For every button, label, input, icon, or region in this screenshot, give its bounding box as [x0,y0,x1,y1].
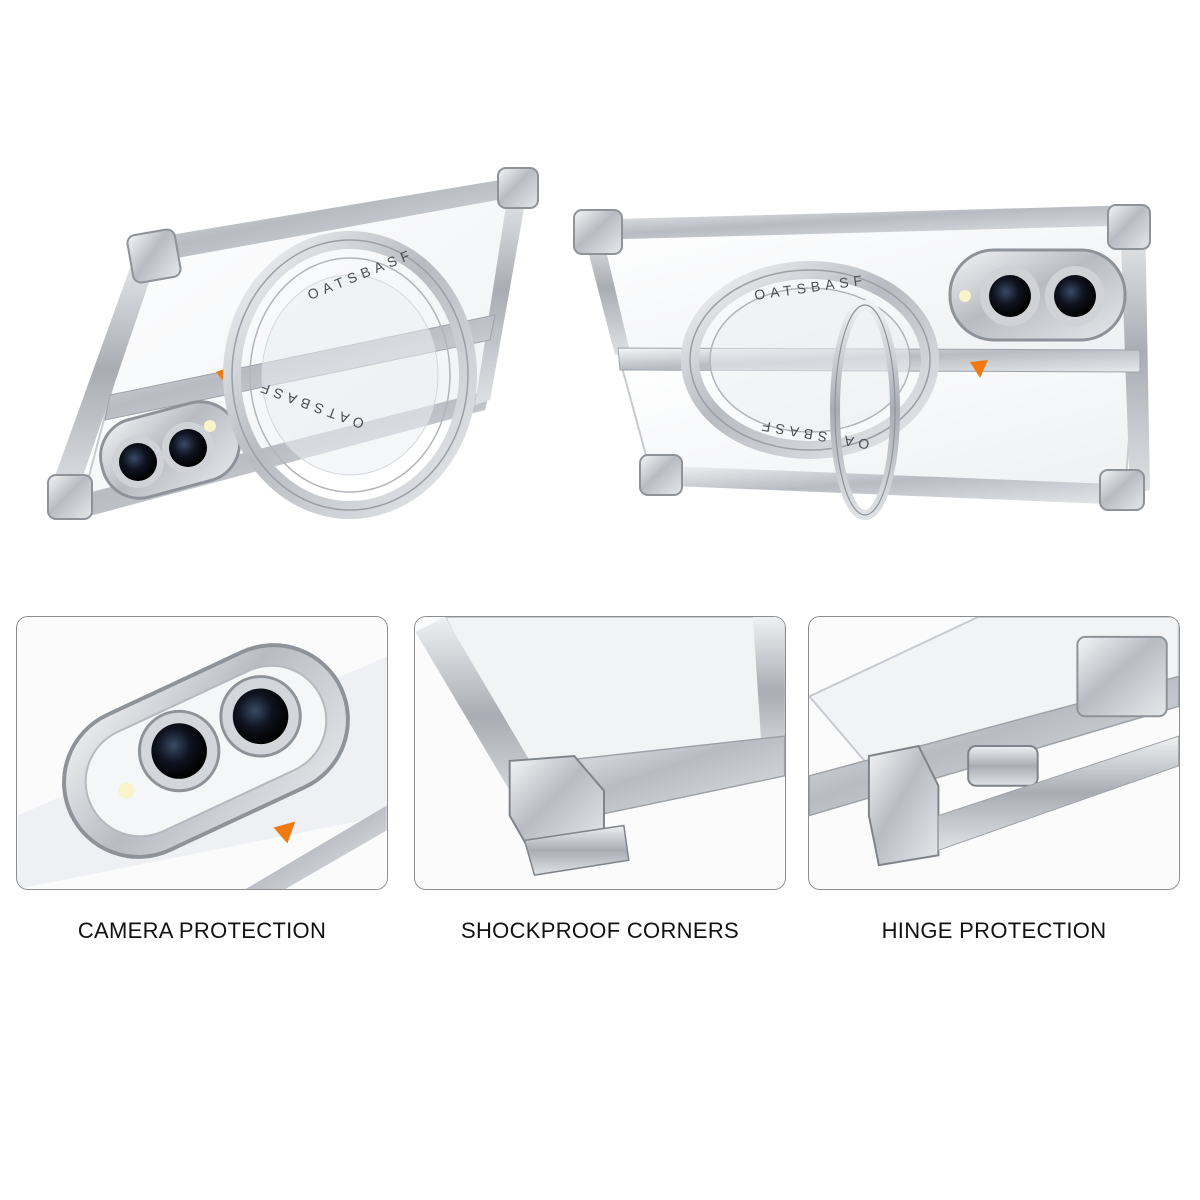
hero-phone-ring-stand-right: OATSBASF OATSBASF [560,0,1180,560]
hinge-closeup-illustration [809,617,1179,889]
feature-panel-hinge [808,616,1180,890]
camera-module-icon [99,400,241,500]
feature-caption-camera: CAMERA PROTECTION [77,918,327,943]
feature-panel-camera [16,616,388,890]
feature-caption-hinge: HINGE PROTECTION [881,918,1107,943]
ring-stand-icon: OATSBASF OATSBASF [223,231,477,519]
accent-marker-icon [273,821,296,844]
hero-phone-ring-stand-left: OATSBASF OATSBASF [20,0,560,560]
camera-closeup-illustration [17,617,387,889]
phone-case-illustration-right: OATSBASF OATSBASF [573,204,1151,520]
corner-closeup-illustration [415,617,785,889]
accent-marker-icon [970,360,988,378]
phone-case-illustration-left: OATSBASF OATSBASF [47,167,539,520]
ring-stand-icon: OATSBASF OATSBASF [681,261,939,520]
feature-panel-corners [414,616,786,890]
feature-caption-corners: SHOCKPROOF CORNERS [461,918,739,943]
camera-module-icon [948,248,1127,342]
